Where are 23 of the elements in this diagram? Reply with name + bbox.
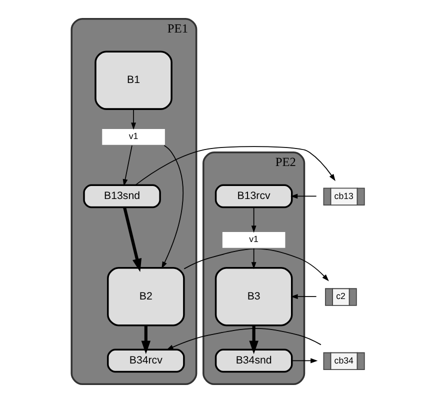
arrow	[248, 325, 258, 354]
arrow	[250, 207, 256, 233]
node-box: B13snd	[82, 184, 160, 208]
node-box: B3	[214, 266, 292, 326]
node-box: B34snd	[214, 348, 292, 373]
arrow	[140, 325, 150, 354]
node-box: B13rcv	[214, 184, 292, 208]
arrow	[130, 108, 136, 130]
node-box: B34rcv	[106, 348, 184, 373]
node-box: v1	[221, 231, 286, 249]
arrow	[134, 146, 335, 186]
arrow	[161, 145, 183, 269]
node-box: v1	[100, 128, 166, 146]
arrow	[290, 194, 316, 199]
arrow	[122, 206, 142, 272]
arrow	[290, 358, 318, 364]
arrow	[122, 145, 132, 186]
arrow	[166, 328, 321, 350]
arrow	[250, 248, 256, 270]
arrow	[183, 248, 328, 282]
arrow	[290, 294, 316, 300]
node-box: B1	[94, 50, 172, 110]
node-box: B2	[106, 266, 184, 326]
